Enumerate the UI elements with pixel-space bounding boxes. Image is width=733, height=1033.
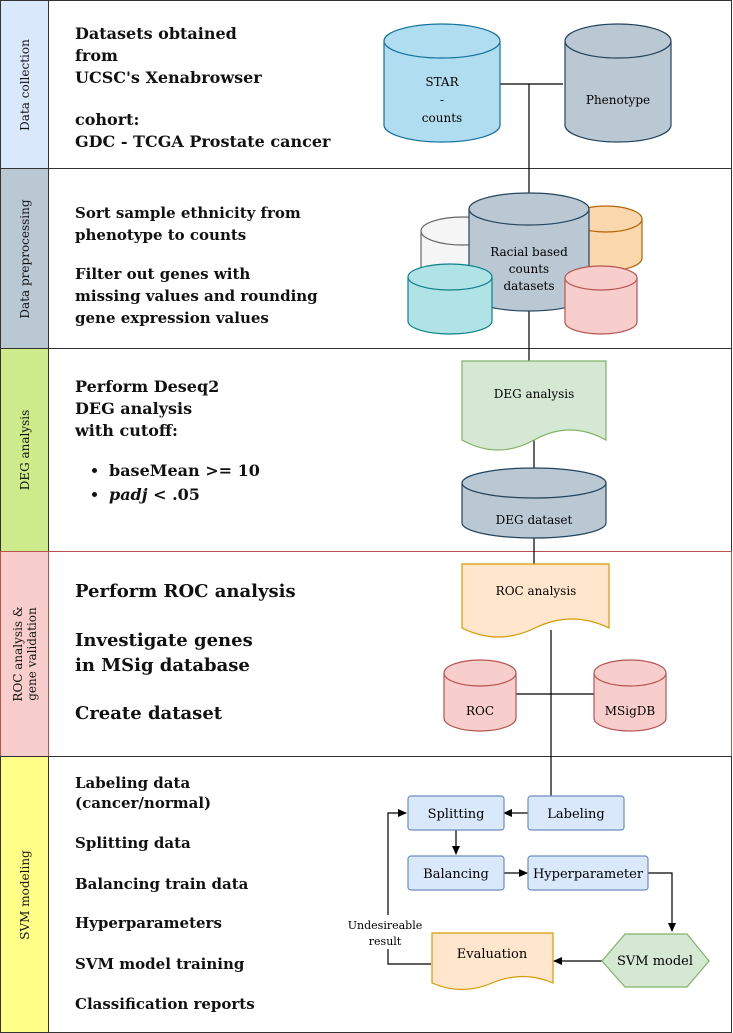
text-line: Labeling data (75, 774, 191, 792)
preprocessing-text: Sort sample ethnicity from phenotype to … (75, 202, 318, 329)
node-label: ROC analysis (496, 584, 577, 598)
cutoff-text-italic: padj (109, 485, 148, 504)
arrow (387, 809, 431, 965)
evaluation-document: Evaluation (431, 932, 554, 991)
balancing-box: Balancing (407, 855, 505, 891)
text-line: from (75, 46, 118, 65)
undesirable-label: result (369, 935, 402, 948)
roc-analysis-document: ROC analysis (461, 563, 610, 638)
node-label: SVM model (617, 954, 693, 969)
arrow (648, 872, 676, 932)
cutoff-item: baseMean >= 10 (109, 459, 260, 483)
node-label: DEG analysis (494, 387, 575, 401)
hyperparameter-box: Hyperparameter (527, 855, 649, 891)
roc-cylinder: ROC (443, 659, 517, 732)
deg-text: Perform Deseq2 DEG analysis with cutoff:… (75, 376, 260, 507)
text-line: Classification reports (75, 995, 255, 1013)
red-dataset-cylinder (564, 265, 638, 335)
section-svm-modeling: SVM modeling (0, 756, 732, 1033)
text-line: Sort sample ethnicity from (75, 204, 301, 222)
node-label: datasets (503, 279, 554, 293)
section-label-box: ROC analysis & gene validation (1, 552, 49, 756)
text-line: Investigate genes (75, 630, 253, 651)
section-label-box: SVM modeling (1, 757, 49, 1032)
text-line: Hyperparameters (75, 914, 222, 932)
svm-model-hexagon: SVM model (601, 933, 710, 988)
cutoff-item: padj < .05 (109, 483, 260, 507)
text-line: phenotype to counts (75, 226, 247, 244)
text-line: with cutoff: (75, 421, 178, 440)
text-line: SVM model training (75, 955, 245, 973)
text-line: (cancer/normal) (75, 794, 212, 812)
deg-analysis-document: DEG analysis (461, 360, 607, 451)
node-label: Balancing (423, 867, 489, 882)
racial-datasets-cylinder: Racial based counts datasets (468, 192, 590, 312)
svm-text: Labeling data (cancer/normal) Splitting … (75, 773, 255, 1014)
section-roc-analysis: ROC analysis & gene validation (0, 551, 732, 757)
text-line: Splitting data (75, 834, 191, 852)
cutoff-text: < .05 (147, 485, 200, 504)
node-label: DEG dataset (496, 513, 573, 527)
text-line: in MSig database (75, 655, 250, 676)
node-label: Evaluation (457, 947, 528, 962)
text-line: DEG analysis (75, 399, 193, 418)
section-label-box: DEG analysis (1, 349, 49, 551)
roc-text: Perform ROC analysis Investigate genes i… (75, 579, 296, 726)
connectors (387, 83, 676, 965)
phenotype-cylinder: Phenotype (564, 23, 672, 143)
undesirable-label: Undesireable (348, 919, 422, 932)
text-line: UCSC's Xenabrowser (75, 68, 262, 87)
text-line: Datasets obtained (75, 24, 237, 43)
node-label: ROC (466, 704, 494, 718)
node-label: Labeling (547, 807, 604, 822)
node-label: STAR (425, 75, 459, 89)
node-label: counts (509, 262, 549, 276)
node-label: Racial based (490, 245, 568, 259)
label-background (343, 915, 433, 949)
cutoff-list: baseMean >= 10 padj < .05 (75, 459, 260, 507)
text-line: Perform ROC analysis (75, 581, 296, 602)
msigdb-cylinder: MSigDB (593, 659, 667, 732)
collection-text: Datasets obtained from UCSC's Xenabrowse… (75, 23, 330, 153)
section-label-box: Data collection (1, 1, 49, 168)
star-counts-cylinder: STAR - counts (383, 23, 501, 143)
node-label: Phenotype (586, 93, 650, 107)
text-line: Filter out genes with (75, 265, 251, 283)
cutoff-text: baseMean >= 10 (109, 461, 260, 480)
text-line: cohort: (75, 110, 140, 129)
node-label: Splitting (428, 807, 485, 822)
teal-dataset-cylinder (407, 263, 493, 335)
text-line: gene expression values (75, 309, 269, 327)
node-label: counts (422, 111, 462, 125)
text-line: Create dataset (75, 703, 223, 724)
text-line: Perform Deseq2 (75, 377, 220, 396)
node-label: Hyperparameter (533, 867, 644, 882)
section-label-box: Data preprocessing (1, 169, 49, 348)
text-line: Balancing train data (75, 875, 249, 893)
node-label: - (440, 93, 444, 107)
text-line: missing values and rounding (75, 287, 318, 305)
labeling-box: Labeling (527, 795, 625, 831)
deg-dataset-cylinder: DEG dataset (461, 467, 607, 539)
text-line: GDC - TCGA Prostate cancer (75, 132, 331, 151)
node-label: MSigDB (605, 704, 656, 718)
splitting-box: Splitting (407, 795, 505, 831)
